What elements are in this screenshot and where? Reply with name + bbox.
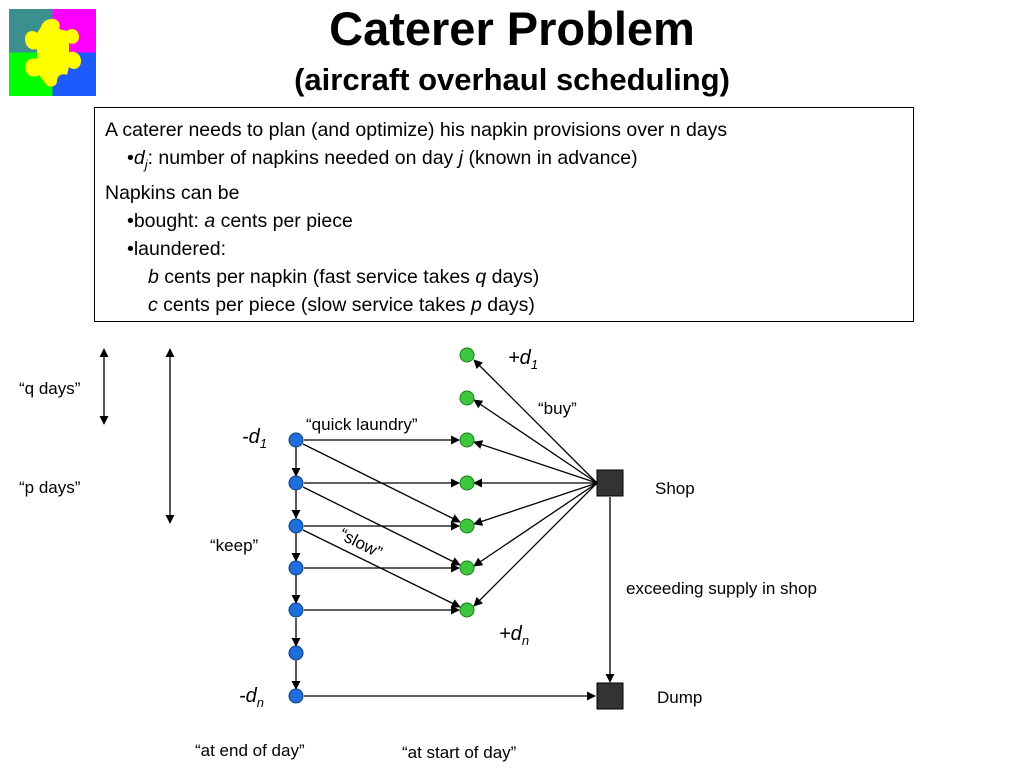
- page-title: Caterer Problem: [329, 2, 695, 55]
- demand-node: [288, 432, 304, 448]
- demand-node: [288, 602, 304, 618]
- intro-line: A caterer needs to plan (and optimize) h…: [105, 116, 903, 144]
- napkins-line: Napkins can be: [105, 179, 903, 207]
- demand-node: [288, 688, 304, 704]
- bullet-mark: •: [127, 237, 134, 260]
- q-variable: q: [475, 265, 487, 288]
- supply-node: [459, 432, 475, 448]
- slow-label: “slow”: [336, 525, 385, 563]
- bullet-mark: •: [127, 209, 134, 232]
- slow-text: cents per piece (slow service takes: [157, 293, 471, 316]
- end-of-day-label: “at end of day”: [195, 741, 305, 760]
- start-of-day-nodes: [459, 347, 475, 618]
- j-variable: j: [458, 147, 464, 169]
- demand-node: [288, 475, 304, 491]
- p-variable: p: [470, 293, 482, 316]
- description-box: A caterer needs to plan (and optimize) h…: [94, 107, 914, 322]
- demand-text-end: (known in advance): [463, 147, 638, 169]
- shop-label: Shop: [655, 479, 695, 498]
- dump-label: Dump: [657, 688, 702, 707]
- demand-node: [288, 645, 304, 661]
- napkins-text: Napkins can be: [105, 181, 240, 204]
- supply-node: [459, 518, 475, 534]
- quick-laundry-arrows: [304, 435, 460, 615]
- puzzle-logo: [9, 9, 96, 96]
- slow-service-line: c cents per piece (slow service takes p …: [105, 291, 903, 319]
- end-of-day-nodes: [288, 432, 304, 704]
- bought-text: cents per piece: [215, 209, 353, 232]
- keep-label: “keep”: [210, 536, 259, 555]
- supply-node: [459, 347, 475, 363]
- bullet-mark: •: [127, 147, 134, 169]
- laundered-label: laundered:: [133, 237, 226, 260]
- buy-arrows: [473, 359, 598, 607]
- quick-laundry-label: “quick laundry”: [306, 415, 418, 434]
- supply-node: [459, 602, 475, 618]
- demand-text: : number of napkins needed on day: [147, 147, 459, 169]
- demand-node: [288, 560, 304, 576]
- a-variable: a: [204, 209, 216, 232]
- plus-d1-label: +d1: [508, 347, 538, 372]
- dump-node: [596, 682, 624, 710]
- plus-dn-label: +dn: [499, 623, 529, 648]
- supply-node: [459, 560, 475, 576]
- shop-node: [596, 469, 624, 497]
- fast-text: cents per napkin (fast service takes: [158, 265, 476, 288]
- d-subscript: j: [144, 156, 148, 172]
- fast-service-line: b cents per napkin (fast service takes q…: [105, 263, 903, 291]
- laundered-bullet: •laundered:: [105, 235, 903, 263]
- d-variable: d: [133, 147, 145, 169]
- c-variable: c: [148, 293, 158, 316]
- p-days-label: “p days”: [19, 478, 81, 497]
- fast-text-end: days): [486, 265, 540, 288]
- supply-node: [459, 390, 475, 406]
- buy-label: “buy”: [538, 399, 577, 418]
- b-variable: b: [148, 265, 159, 288]
- bought-bullet: •bought: a cents per piece: [105, 207, 903, 235]
- intro-text: A caterer needs to plan (and optimize) h…: [105, 119, 728, 141]
- bought-label: bought:: [133, 209, 205, 232]
- minus-d1-label: -d1: [242, 426, 267, 451]
- slow-text-end: days): [481, 293, 535, 316]
- network-diagram: “q days” “p days” “quick laundry” “keep”…: [19, 347, 817, 762]
- q-days-label: “q days”: [19, 379, 81, 398]
- supply-node: [459, 475, 475, 491]
- demand-node: [288, 518, 304, 534]
- exceeding-supply-label: exceeding supply in shop: [626, 579, 817, 598]
- start-of-day-label: “at start of day”: [402, 743, 517, 762]
- minus-dn-label: -dn: [239, 685, 264, 710]
- demand-bullet: •dj: number of napkins needed on day j (…: [105, 144, 903, 179]
- slow-laundry-arrows: [302, 443, 461, 608]
- page-subtitle: (aircraft overhaul scheduling): [294, 62, 730, 97]
